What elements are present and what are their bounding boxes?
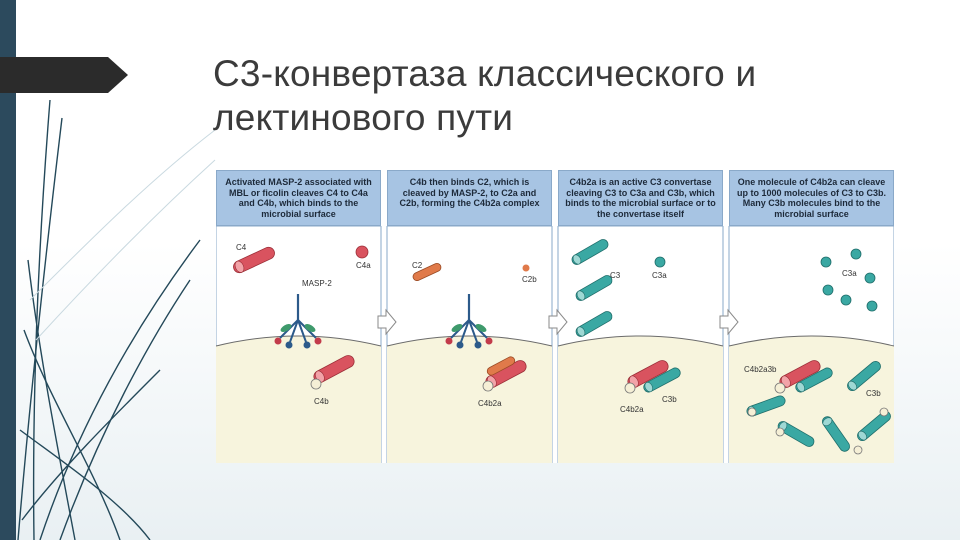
decorative-lines [17, 99, 216, 540]
panel-3-c4b2a-label: C4b2a [620, 405, 644, 414]
panel-4-header: One molecule of C4b2a can cleave up to 1… [729, 170, 894, 226]
panel-1-c4b-label: C4b [314, 397, 329, 406]
panel-arrow-2 [548, 308, 568, 336]
panel-1-c4-label: C4 [236, 243, 247, 252]
panel-4: C3a C4b2a3b C3b [728, 226, 894, 463]
panel-3-c3a-label: C3a [652, 271, 667, 280]
panel-3-c3-label: C3 [610, 271, 621, 280]
panel-1-masp2-label: MASP-2 [302, 279, 332, 288]
panel-1-header: Activated MASP-2 associated with MBL or … [216, 170, 381, 226]
panel-2-c2-label: C2 [412, 261, 423, 270]
sidebar-bar [0, 0, 16, 540]
panel-4-c4b2a3b-label: C4b2a3b [744, 365, 777, 374]
panel-2: C2 C2b C4b2a [386, 226, 553, 463]
panel-1-c4a-label: C4a [356, 261, 371, 270]
panel-arrow-3 [719, 308, 739, 336]
complement-figure: Activated MASP-2 associated with MBL or … [216, 170, 894, 463]
figure-body: C4 C4a MASP-2 C4b C2 C2b [216, 226, 894, 463]
title-tab-shape [0, 57, 128, 93]
panel-4-c3b-label: C3b [866, 389, 881, 398]
panel-1: C4 C4a MASP-2 C4b [216, 226, 382, 463]
panel-2-c4b2a-label: C4b2a [478, 399, 502, 408]
panel-2-header: C4b then binds C2, which is cleaved by M… [387, 170, 552, 226]
panel-4-c3a-label: C3a [842, 269, 857, 278]
slide-title: С3-конвертаза классического и лектиновог… [213, 53, 757, 138]
panel-3-c3b-label: C3b [662, 395, 677, 404]
panel-3-header: C4b2a is an active C3 convertase cleavin… [558, 170, 723, 226]
panel-3: C3 C3a C3b C4b2a [557, 226, 724, 463]
panel-2-c2b-label: C2b [522, 275, 537, 284]
panel-arrow-1 [377, 308, 397, 336]
